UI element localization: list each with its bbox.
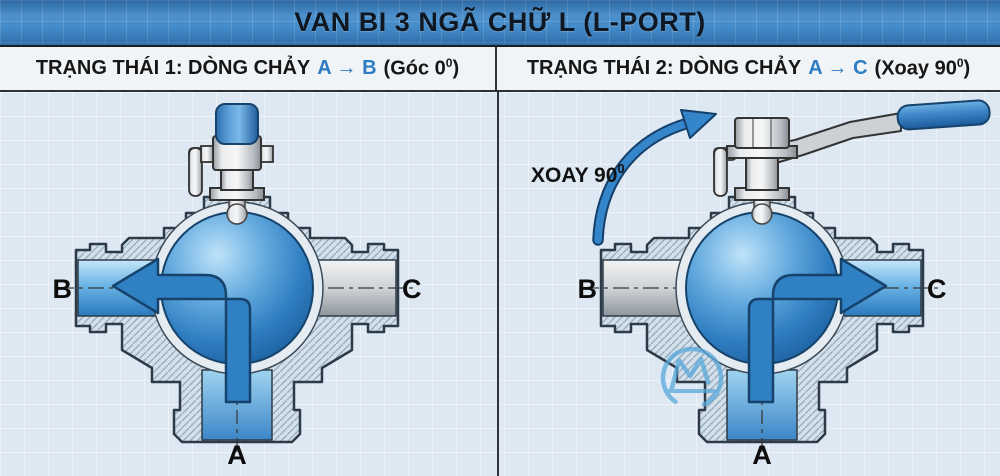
port-label-b: B [53,274,73,304]
state-2-header: TRẠNG THÁI 2: DÒNG CHẢY A → C (Xoay 900) [497,47,1000,90]
port-label-a: A [752,440,772,470]
state-1-flow: A → B [317,57,377,79]
title-bar: VAN BI 3 NGÃ CHỮ L (L-PORT) [0,0,1000,47]
m-circle-logo-watermark-icon [660,346,724,410]
page-title: VAN BI 3 NGÃ CHỮ L (L-PORT) [294,7,706,37]
stem-tab-left [200,145,214,163]
handle-lock-hook-bar [188,147,203,197]
state-2-suffix: (Xoay 900) [874,55,971,80]
rotate-arrow-head [680,109,717,139]
lever-grip [896,99,991,131]
port-label-a: A [227,440,247,470]
state-1-suffix: (Góc 00) [383,55,460,80]
handle-lock-hook-bar [713,147,728,197]
stem-tab-right [260,145,274,163]
handle-grip-end-view [215,103,259,145]
flow-arrow-a-to-b [111,257,252,404]
valve-stem-handle-up [188,103,274,201]
rotate-arrow-shaft [594,120,689,244]
stem-column [745,155,779,191]
valve-stem-lever [713,99,991,201]
port-label-c: C [402,274,422,304]
valve-state-1: B C A [53,103,422,470]
flow-arrow-a-to-c [747,257,888,404]
rotate-label: XOAY 900 [531,161,625,187]
port-label-b: B [578,274,598,304]
valve-state-2: XOAY 900 B C A [531,99,991,470]
state-1-header: TRẠNG THÁI 1: DÒNG CHẢY A → B (Góc 00) [0,47,497,90]
state-2-flow: A → C [808,57,868,79]
rotation-annotation: XOAY 900 [531,109,717,246]
state-1-prefix: TRẠNG THÁI 1: DÒNG CHẢY [35,57,311,79]
state-2-prefix: TRẠNG THÁI 2: DÒNG CHẢY [526,57,802,79]
diagram-area: B C A [0,92,1000,476]
valve-diagrams-svg: B C A [53,92,991,476]
state-header-band: TRẠNG THÁI 1: DÒNG CHẢY A → B (Góc 00) T… [0,47,1000,92]
hex-nut [734,117,790,149]
port-label-c: C [927,274,947,304]
